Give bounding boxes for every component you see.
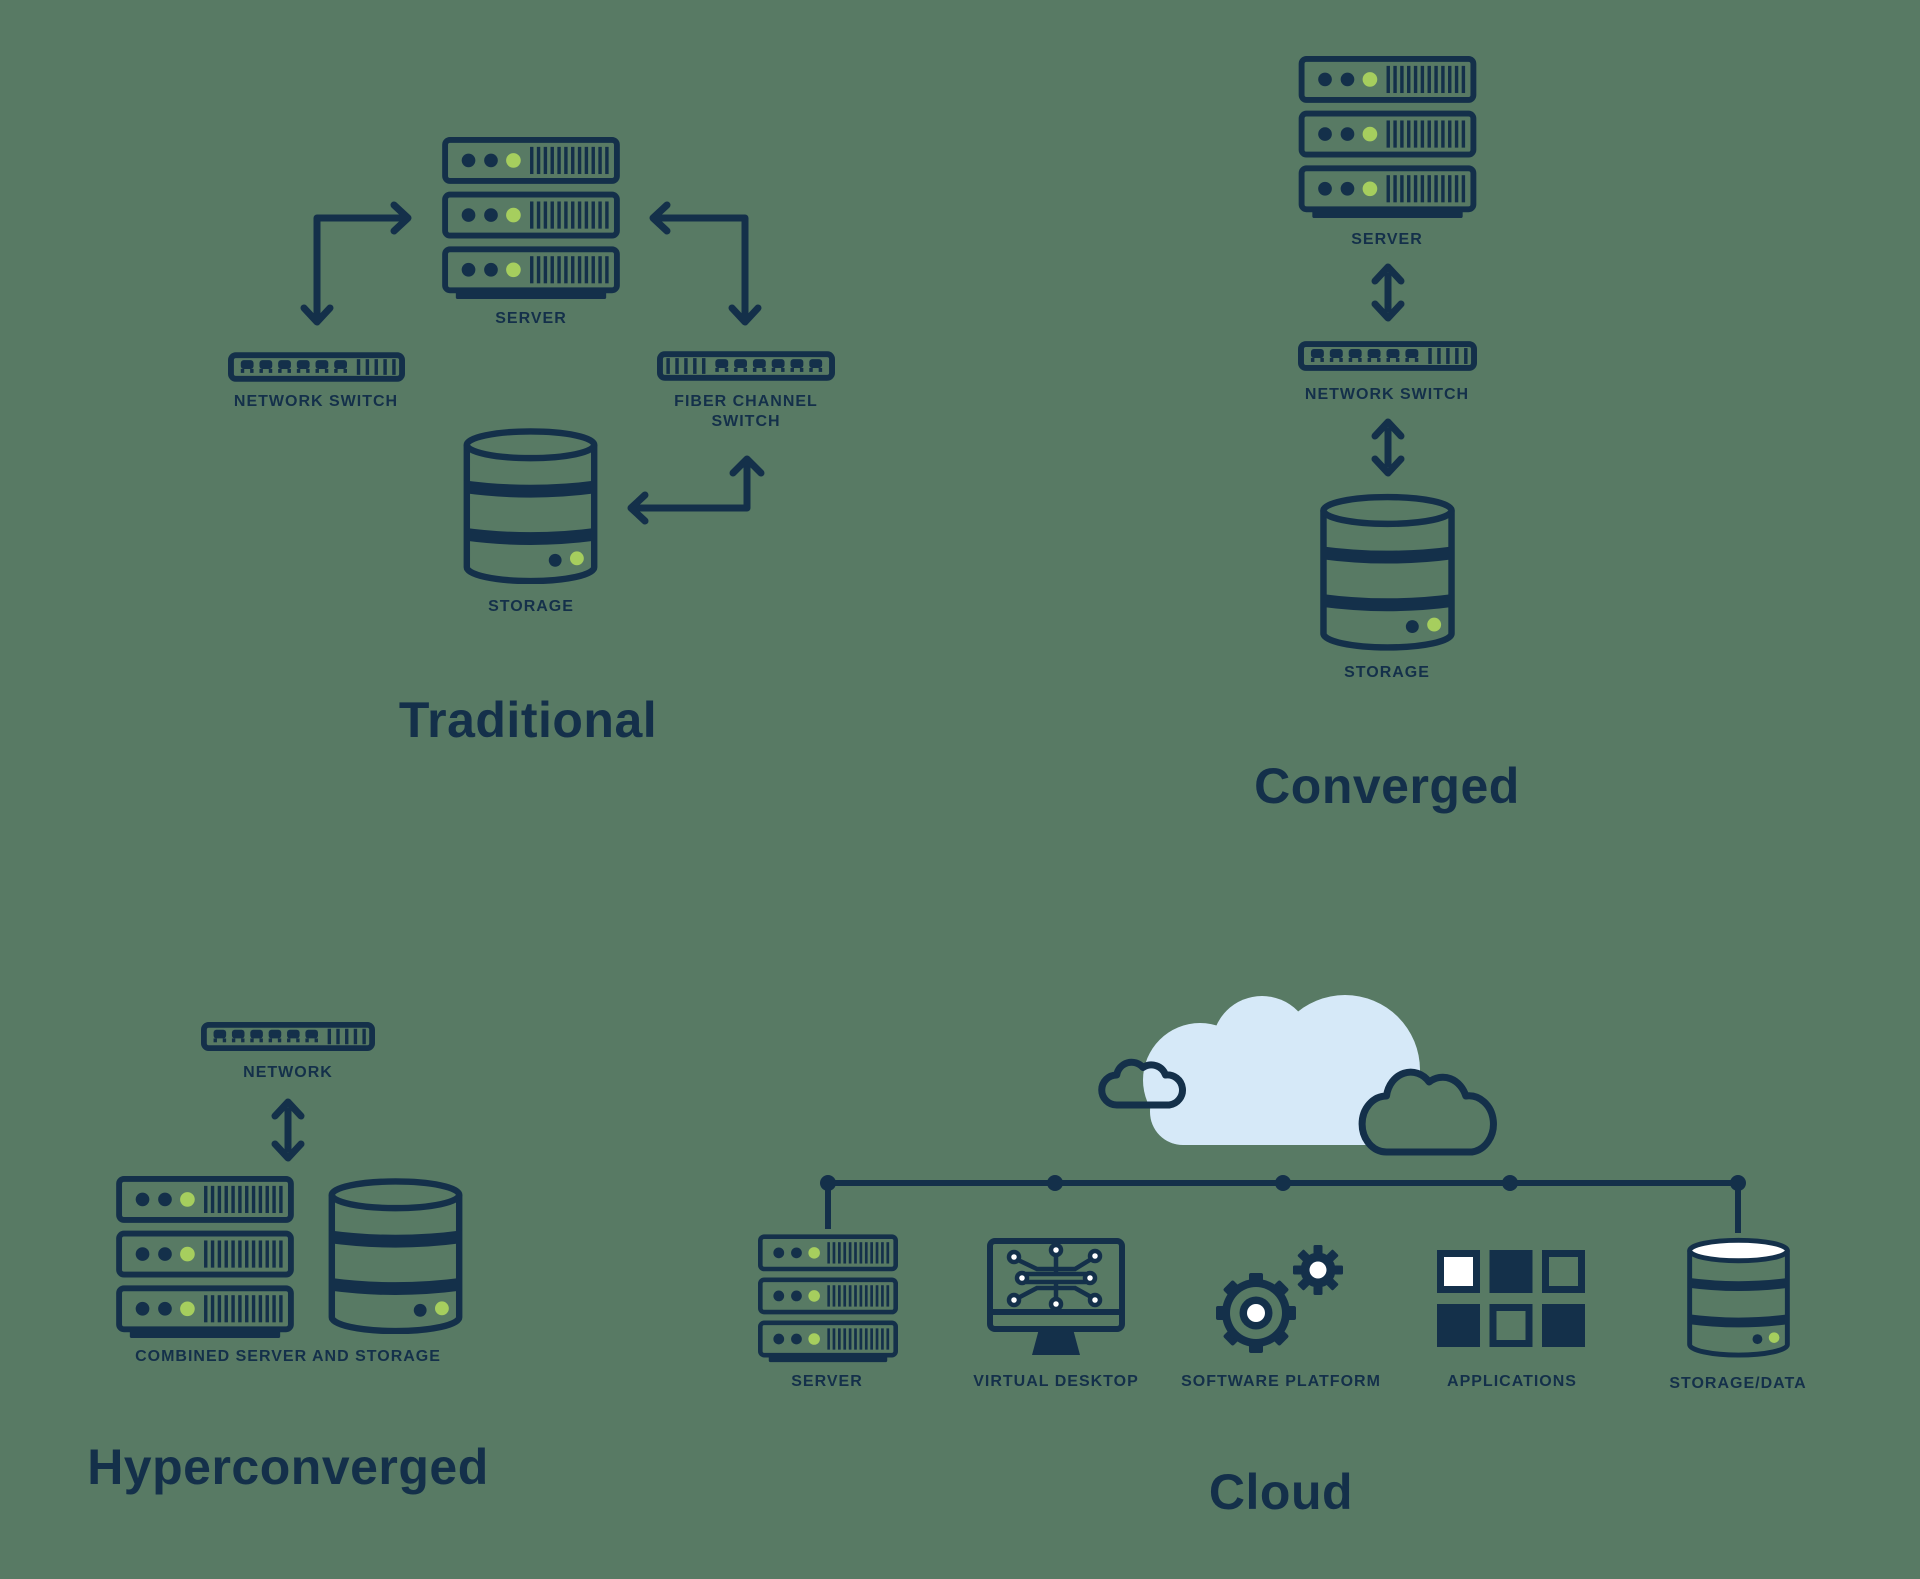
fiber-channel-switch-icon <box>660 354 832 378</box>
bus-line-icon <box>820 1175 1746 1233</box>
cloud-storage-data-label: STORAGE/DATA <box>1669 1375 1807 1392</box>
server-rack-icon <box>119 1179 291 1338</box>
cloud-software-platform-label: SOFTWARE PLATFORM <box>1181 1373 1381 1390</box>
traditional-storage-label: STORAGE <box>488 598 574 615</box>
virtual-desktop-icon <box>990 1241 1122 1355</box>
server-rack-icon <box>445 140 617 299</box>
server-rack-icon <box>1302 59 1474 218</box>
cloud-title: Cloud <box>1208 1464 1354 1520</box>
gears-icon <box>1216 1245 1343 1353</box>
elbow-arrow-fiber-storage <box>627 455 765 525</box>
storage-cylinder-icon <box>329 1181 461 1331</box>
traditional-server-label: SERVER <box>495 310 567 327</box>
cloud-server-label: SERVER <box>791 1373 863 1390</box>
fiber-channel-line2: SWITCH <box>711 413 781 430</box>
hyperconverged-network-label: NETWORK <box>243 1064 333 1081</box>
storage-data-icon <box>1688 1240 1789 1355</box>
network-switch-icon <box>1301 344 1474 368</box>
double-arrow-server-switch <box>1371 263 1405 322</box>
elbow-arrow-network-server <box>300 201 412 326</box>
network-switch-icon <box>231 355 402 379</box>
server-rack-icon <box>760 1237 895 1362</box>
traditional-network-switch-label: NETWORK SWITCH <box>233 393 399 410</box>
traditional-diagram <box>231 140 832 581</box>
cloud-applications-label: APPLICATIONS <box>1447 1373 1577 1390</box>
double-arrow-switch-storage <box>1371 418 1405 477</box>
small-cloud-left-icon <box>1102 1062 1183 1105</box>
elbow-arrow-fiber-server <box>649 201 762 326</box>
network-switch-icon <box>204 1025 372 1048</box>
hyperconverged-diagram <box>119 1025 462 1338</box>
hyperconverged-combined-label: COMBINED SERVER AND STORAGE <box>135 1348 441 1365</box>
traditional-fiber-channel-label: FIBER CHANNEL SWITCH <box>674 392 818 432</box>
double-arrow-network-combined <box>271 1098 305 1162</box>
hyperconverged-title: Hyperconverged <box>87 1439 489 1495</box>
fiber-channel-line1: FIBER CHANNEL <box>674 393 818 410</box>
converged-title: Converged <box>1254 758 1520 814</box>
converged-server-label: SERVER <box>1351 231 1423 248</box>
converged-storage-label: STORAGE <box>1344 664 1430 681</box>
storage-cylinder-icon <box>1321 497 1454 647</box>
cloud-diagram <box>760 995 1789 1362</box>
storage-cylinder-icon <box>464 431 596 581</box>
cloud-virtual-desktop-label: VIRTUAL DESKTOP <box>973 1373 1139 1390</box>
app-grid-icon <box>1437 1250 1585 1347</box>
converged-network-switch-label: NETWORK SWITCH <box>1304 386 1470 403</box>
traditional-title: Traditional <box>398 692 658 748</box>
small-cloud-right-icon <box>1362 1072 1493 1152</box>
converged-diagram <box>1301 59 1474 648</box>
